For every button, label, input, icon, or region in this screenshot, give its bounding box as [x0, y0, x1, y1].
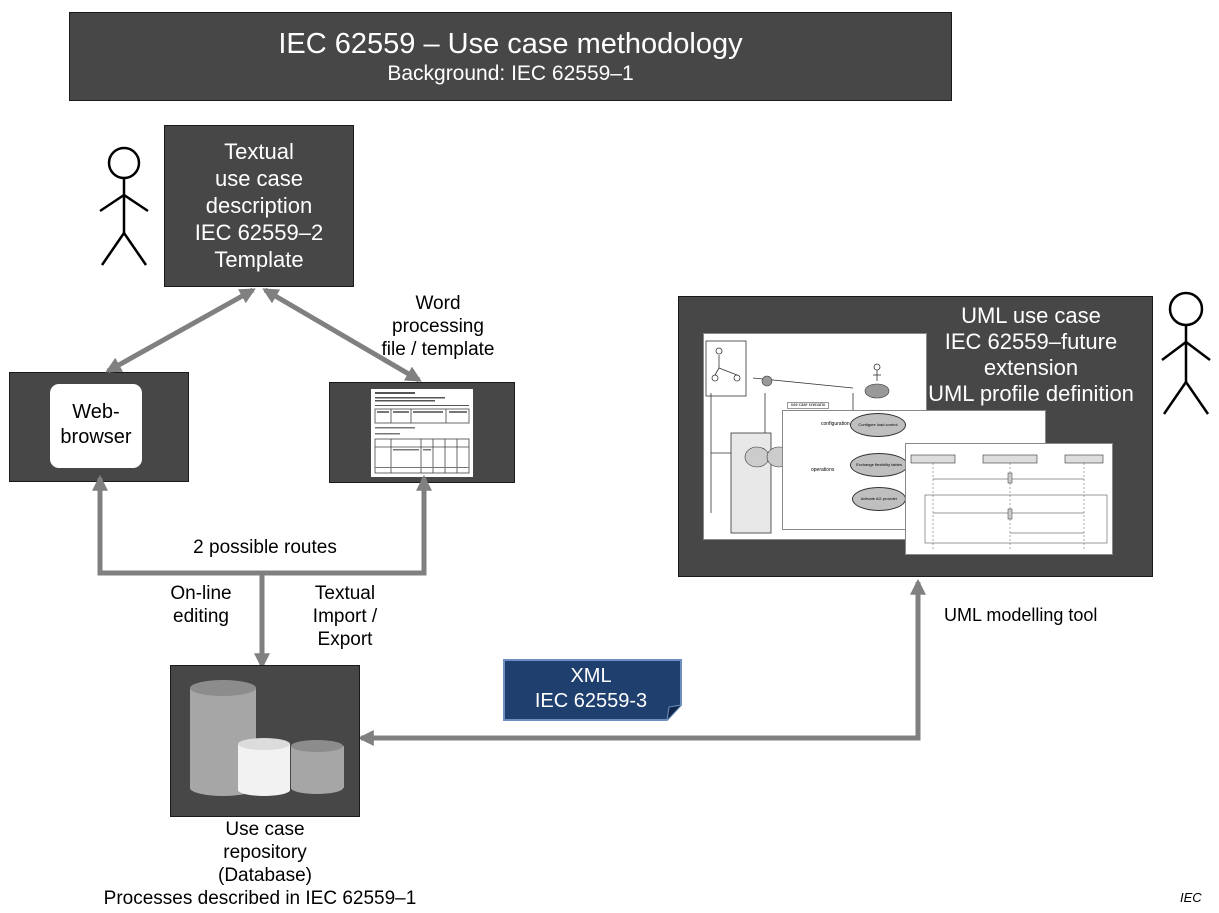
web-browser-label-1: Web- [72, 401, 120, 423]
uml-ellipse-1-label: Configure load control [858, 422, 898, 427]
database-icon [190, 680, 344, 796]
web-browser-panel: Web- browser [9, 372, 189, 482]
uml-line-3: extension [983, 355, 1079, 380]
uml-diagram-graphics [705, 340, 890, 534]
xml-note-shape [503, 659, 682, 721]
textual-line-4: IEC 62559–2 [194, 220, 324, 245]
uml-ellipse-2-label: Exchange flexibility tables [856, 462, 902, 467]
web-browser-card: Web- browser [50, 384, 142, 468]
xml-line-1: XML [570, 665, 612, 687]
routes-label: 2 possible routes [193, 537, 337, 558]
document-thumbnail-icon [371, 389, 473, 477]
online-editing-line-1: On-line [170, 583, 232, 604]
arrow-repository-uml [357, 578, 927, 747]
web-browser-label-2: browser [60, 426, 132, 448]
uml-panel: use case scenario configuration operatio… [678, 296, 1153, 577]
uml-ellipse-2: Exchange flexibility tables [850, 453, 908, 477]
uml-line-1: UML use case [961, 303, 1101, 328]
textual-import-line-3: Export [317, 629, 373, 650]
textual-line-5: Template [214, 247, 304, 272]
header-subtitle: Background: IEC 62559–1 [387, 62, 634, 85]
textual-line-2: use case [214, 166, 304, 191]
repository-line-3: (Database) [218, 865, 312, 886]
online-editing-label: On-line editing [146, 582, 256, 628]
figure-tag: IEC [1180, 890, 1202, 905]
header-title: IEC 62559 – Use case methodology [278, 28, 743, 60]
xml-line-2: IEC 62559-3 [534, 690, 648, 712]
uml-configuration-label: configuration [821, 421, 850, 427]
uml-ellipse-3: Activate AG provider [852, 487, 906, 511]
word-label-1: Word [415, 293, 461, 314]
textual-use-case-box: Textual use case description IEC 62559–2… [164, 125, 354, 287]
uml-sequence-graphics [910, 454, 1108, 549]
arrow-template-browser [105, 287, 256, 374]
actor-right-icon [1161, 291, 1211, 415]
textual-import-label: Textual Import / Export [290, 582, 400, 651]
online-editing-line-2: editing [173, 606, 229, 627]
textual-line-1: Textual [224, 139, 294, 164]
arrow-route-word [260, 474, 433, 576]
xml-note-text: XML IEC 62559-3 [503, 664, 679, 714]
textual-line-3: description [205, 193, 313, 218]
arrow-route-browser [91, 474, 260, 576]
arrow-template-word [262, 287, 422, 383]
textual-import-line-2: Import / [312, 606, 378, 627]
uml-operations-label: operations [811, 467, 835, 473]
uml-line-4: UML profile definition [928, 381, 1134, 406]
uml-ellipse-3-label: Activate AG provider [860, 496, 898, 501]
uml-scenario-title: use case scenario [787, 402, 830, 409]
uml-line-2: IEC 62559–future [944, 329, 1118, 354]
processes-label: Processes described in IEC 62559–1 [103, 888, 417, 909]
repository-line-2: repository [223, 842, 307, 863]
word-processing-panel [329, 382, 515, 483]
repository-label: Use case repository (Database) [170, 818, 360, 887]
header-banner: IEC 62559 – Use case methodology Backgro… [69, 12, 952, 101]
uml-box-title: UML use case IEC 62559–future extension … [911, 297, 1151, 407]
repository-panel [170, 665, 360, 817]
actor-left-icon [99, 146, 149, 266]
uml-ellipse-1: Configure load control [850, 413, 906, 437]
textual-import-line-1: Textual [314, 583, 376, 604]
uml-tool-label: UML modelling tool [944, 605, 1098, 625]
repository-line-1: Use case [225, 819, 305, 840]
